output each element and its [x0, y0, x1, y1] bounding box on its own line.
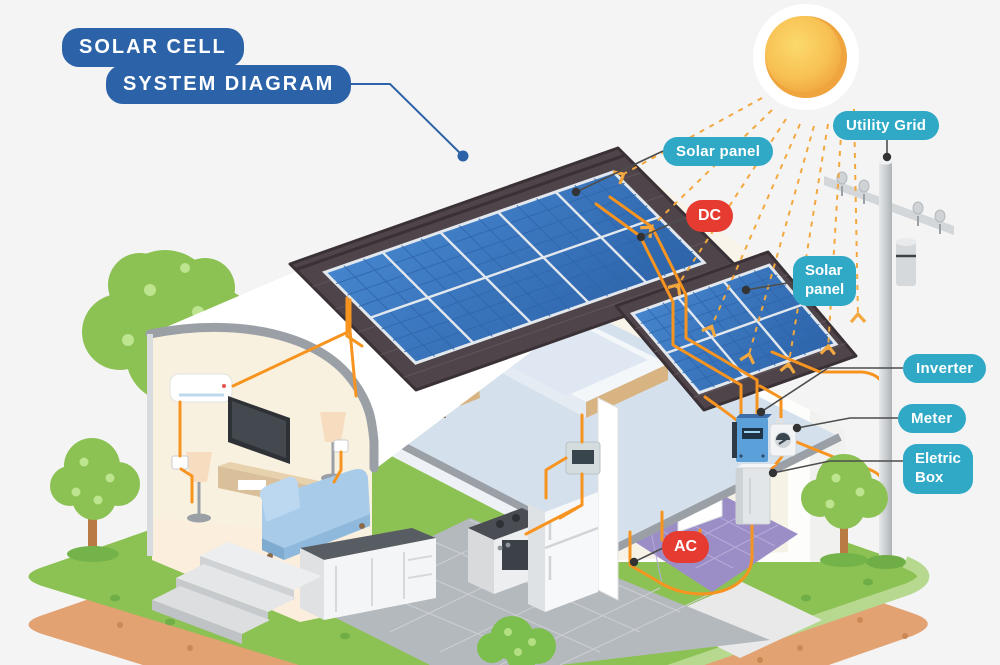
transformer [896, 238, 916, 286]
tree-left-small [50, 438, 140, 562]
front-walkway [660, 582, 822, 658]
wire-bedroom [345, 296, 364, 348]
connector-electric-box [772, 460, 903, 474]
connector-ac [633, 547, 664, 563]
front-steps [152, 542, 322, 644]
connector-solar-panel-secondary [745, 281, 794, 291]
label-solar-panel-secondary-line2: panel [805, 280, 845, 298]
crossarm-right [892, 203, 954, 235]
kitchen [300, 397, 770, 665]
meter-device [769, 418, 797, 457]
label-electric-box-line2: Box [915, 468, 944, 486]
wire-panels-to-inverter-a [594, 202, 743, 420]
electric-box-device [735, 464, 776, 525]
title-line-1: SOLAR CELL [62, 28, 244, 67]
ac-unit-living [169, 373, 233, 403]
wire-kitchen [524, 413, 584, 536]
breaker-panel [565, 441, 601, 475]
label-ac: AC [662, 531, 710, 563]
sun [753, 4, 859, 110]
utility-pole [824, 159, 954, 569]
connector-inverter [760, 367, 903, 413]
connector-title [333, 83, 464, 157]
pole-base [866, 555, 906, 569]
kitchen-island [300, 528, 436, 620]
kitchen-laundry-wall [597, 397, 619, 601]
solar-array-main [325, 172, 704, 363]
label-solar-panel-main: Solar panel [663, 137, 774, 166]
wire-panels-to-inverter-b [608, 195, 759, 420]
connectors [333, 83, 903, 567]
label-utility-grid: Utility Grid [833, 111, 940, 140]
label-solar-panel-secondary: Solar panel [793, 256, 857, 306]
label-meter: Meter [898, 404, 966, 433]
wire-lamp2 [332, 450, 343, 484]
wall-outlet [333, 439, 349, 453]
grass-light-rim [667, 556, 930, 665]
pole [879, 162, 892, 562]
wire-living [178, 298, 358, 504]
refrigerator [528, 492, 599, 612]
inverter-device [732, 414, 772, 462]
label-electric-box-line1: Eletric [915, 450, 961, 467]
floor-lamp-1 [186, 452, 212, 523]
connector-meter [796, 417, 898, 429]
main-roof [290, 148, 744, 390]
tv [228, 396, 290, 464]
label-inverter: Inverter [903, 354, 987, 383]
wire-box-to-floor [628, 524, 754, 596]
bush-front [477, 616, 556, 665]
tree-right [801, 454, 888, 567]
title-line-2: SYSTEM DIAGRAM [106, 65, 352, 104]
connector-dc [640, 216, 687, 238]
crossarm-left [824, 176, 888, 209]
cutaway-edge-band [145, 322, 379, 473]
label-dc: DC [686, 200, 734, 232]
connector-solar-panel-main [575, 150, 664, 193]
light-switch [171, 455, 189, 470]
label-electric-box: Eletric Box [903, 444, 973, 494]
insulators [836, 171, 946, 234]
label-solar-panel-secondary-line1: Solar [805, 262, 843, 279]
